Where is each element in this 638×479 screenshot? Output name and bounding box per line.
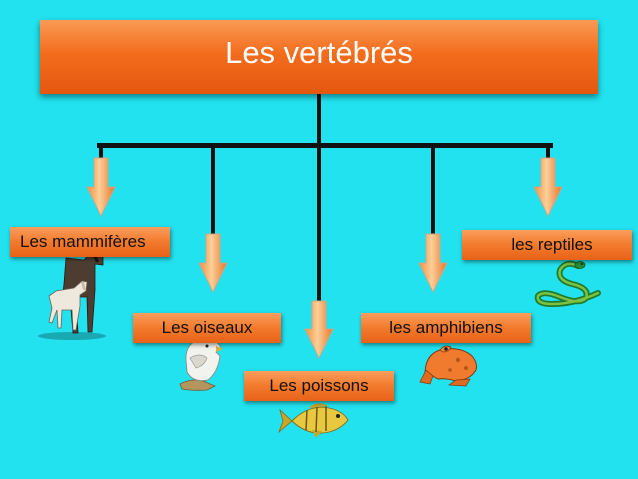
category-label: Les mammifères [20, 232, 146, 251]
branch-drop-3 [317, 147, 321, 302]
bird-icon [179, 338, 223, 391]
down-arrow-icon [533, 157, 563, 218]
down-arrow-icon [304, 300, 334, 360]
category-mammiferes: Les mammifères [10, 227, 170, 257]
down-arrow-icon [418, 233, 448, 294]
trunk-line [317, 94, 321, 146]
down-arrow-icon [86, 157, 116, 218]
title-text: Les vertébrés [225, 35, 413, 70]
category-label: Les oiseaux [161, 318, 253, 337]
branch-drop-1 [99, 147, 103, 159]
frog-icon [419, 345, 477, 387]
branch-drop-5 [546, 147, 550, 159]
category-label: les reptiles [511, 235, 593, 254]
category-reptiles: les reptiles [462, 230, 632, 260]
branch-line [97, 143, 553, 148]
category-oiseaux: Les oiseaux [133, 313, 281, 343]
branch-drop-4 [431, 147, 435, 235]
fish-icon [278, 403, 349, 438]
title-box: Les vertébrés [40, 20, 598, 94]
category-amphibiens: les amphibiens [361, 313, 531, 343]
horse-and-foal-icon [38, 246, 106, 340]
category-label: Les poissons [269, 376, 369, 395]
branch-drop-2 [211, 147, 215, 235]
snake-icon [534, 260, 601, 308]
down-arrow-icon [198, 233, 228, 294]
category-poissons: Les poissons [244, 371, 394, 401]
category-label: les amphibiens [389, 318, 503, 337]
